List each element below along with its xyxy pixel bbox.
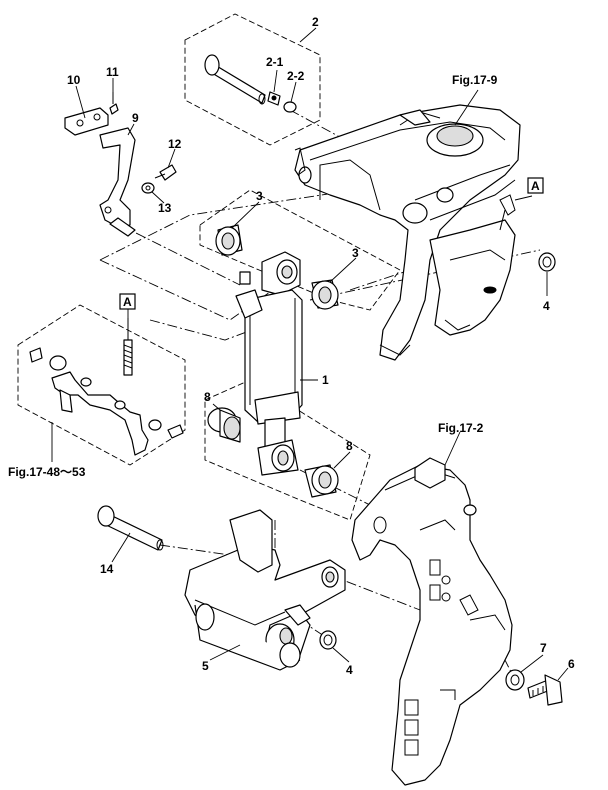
washer-7 (505, 669, 525, 691)
callout-3-lower: 3 (352, 246, 359, 260)
swivel-bracket-fig-17-9 (294, 104, 521, 361)
sender-plate-10 (64, 107, 109, 136)
callout-13: 13 (158, 201, 172, 215)
screw-12 (154, 164, 177, 181)
cap-2-2 (283, 101, 297, 113)
callout-10: 10 (67, 73, 81, 87)
bolt-6 (527, 674, 563, 706)
callout-4-lower: 4 (346, 663, 353, 677)
bushing-8-left (207, 407, 241, 443)
callout-5: 5 (202, 659, 209, 673)
bushing-8-right (304, 464, 339, 498)
linkage-group-fig-17-48 (29, 318, 184, 456)
bracket-9 (99, 127, 136, 237)
callout-2-1: 2-1 (266, 55, 284, 69)
callout-4-upper: 4 (543, 299, 550, 313)
circlip-4-lower (319, 630, 337, 650)
nut-13 (141, 182, 155, 194)
marker-a-top: A (527, 177, 544, 194)
circlip-4-upper (538, 252, 556, 272)
screw-11 (109, 92, 119, 115)
callout-11: 11 (106, 65, 119, 79)
leader-lines (51, 27, 569, 681)
callout-2-2: 2-2 (287, 69, 305, 83)
tilt-link-5 (184, 509, 346, 671)
reference-fig-17-48-53: Fig.17-48～53 (8, 465, 86, 479)
marker-a-left: A (119, 293, 136, 310)
marker-a-left-label: A (123, 295, 132, 309)
clamp-bracket-fig-17-2 (351, 457, 513, 786)
reference-fig-17-2: Fig.17-2 (438, 421, 484, 435)
callout-2: 2 (312, 15, 319, 29)
callout-9: 9 (132, 111, 139, 125)
callout-1: 1 (322, 373, 329, 387)
reference-fig-17-9: Fig.17-9 (452, 73, 498, 87)
figure-references: Fig.17-9 Fig.17-2 Fig.17-48～53 (8, 73, 498, 479)
callout-6: 6 (568, 657, 575, 671)
group-box-2 (184, 13, 321, 146)
pin-14 (97, 505, 164, 551)
callout-8-left: 8 (204, 390, 211, 404)
callout-8-right: 8 (346, 439, 353, 453)
grease-nipple-2-1 (267, 91, 281, 106)
callout-12: 12 (168, 137, 182, 151)
pin-2 (204, 54, 266, 105)
callout-14: 14 (100, 562, 114, 576)
tilt-cylinder-1 (235, 251, 303, 476)
bushing-3-lower (311, 279, 339, 310)
callout-labels: 2 2-1 2-2 10 11 9 12 13 3 3 4 1 8 8 14 5… (67, 15, 575, 677)
group-box-3 (199, 189, 401, 311)
callout-3-upper: 3 (256, 189, 263, 203)
marker-a-top-label: A (531, 179, 540, 193)
group-box-fig-17-48 (17, 304, 186, 466)
callout-7: 7 (540, 641, 547, 655)
bushing-3-upper (215, 224, 243, 256)
